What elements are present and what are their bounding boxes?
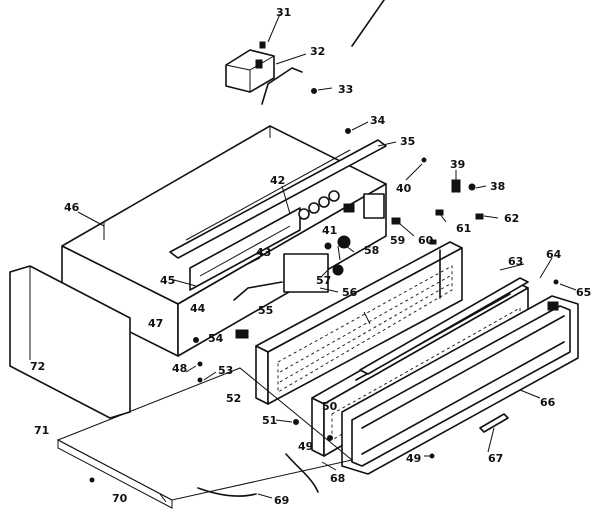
callout-63: 63 <box>508 255 523 268</box>
callout-49-right: 49 <box>406 452 421 465</box>
front-frame-part <box>341 295 579 475</box>
callout-67: 67 <box>488 452 503 465</box>
callout-labels: 31 32 33 34 35 38 39 40 41 42 43 44 45 4… <box>30 6 591 507</box>
callout-44: 44 <box>190 302 206 315</box>
callout-34: 34 <box>370 114 386 127</box>
callout-31: 31 <box>276 6 291 19</box>
bottom-plate-part <box>56 367 354 509</box>
callout-51: 51 <box>262 414 277 427</box>
callout-58: 58 <box>364 244 379 257</box>
callout-53: 53 <box>218 364 233 377</box>
callout-59: 59 <box>390 234 405 247</box>
callout-42: 42 <box>270 174 285 187</box>
callout-64: 64 <box>546 248 562 261</box>
callout-61: 61 <box>456 222 471 235</box>
callout-68: 68 <box>330 472 345 485</box>
wire-harness-part <box>197 487 257 497</box>
callout-57: 57 <box>316 274 331 287</box>
trim-strip-part <box>359 277 529 375</box>
callout-54: 54 <box>208 332 224 345</box>
edge-line <box>351 0 385 47</box>
callout-70: 70 <box>112 492 128 505</box>
left-grille-part <box>255 241 463 405</box>
callout-32: 32 <box>310 45 325 58</box>
callout-40: 40 <box>396 182 412 195</box>
callout-45: 45 <box>160 274 175 287</box>
leader-lines <box>77 13 577 499</box>
motor-module-part <box>225 41 317 105</box>
cabinet-housing-part <box>61 125 387 357</box>
handle-part <box>479 413 509 433</box>
callout-39: 39 <box>450 158 465 171</box>
callout-43: 43 <box>256 246 271 259</box>
callout-66: 66 <box>540 396 556 409</box>
callout-49-left: 49 <box>298 440 313 453</box>
callout-48: 48 <box>172 362 187 375</box>
hardware-parts <box>193 128 559 459</box>
callout-62: 62 <box>504 212 519 225</box>
callout-38: 38 <box>490 180 505 193</box>
callout-50: 50 <box>322 400 338 413</box>
callout-55: 55 <box>258 304 273 317</box>
callout-46: 46 <box>64 201 80 214</box>
callout-60: 60 <box>418 234 434 247</box>
callout-33: 33 <box>338 83 353 96</box>
callout-41: 41 <box>322 224 337 237</box>
callout-47: 47 <box>148 317 163 330</box>
callout-35: 35 <box>400 135 415 148</box>
callout-71: 71 <box>34 424 49 437</box>
callout-65: 65 <box>576 286 591 299</box>
callout-69: 69 <box>274 494 289 507</box>
callout-72: 72 <box>30 360 45 373</box>
wire-part <box>285 453 319 493</box>
callout-56: 56 <box>342 286 358 299</box>
callout-52: 52 <box>226 392 241 405</box>
